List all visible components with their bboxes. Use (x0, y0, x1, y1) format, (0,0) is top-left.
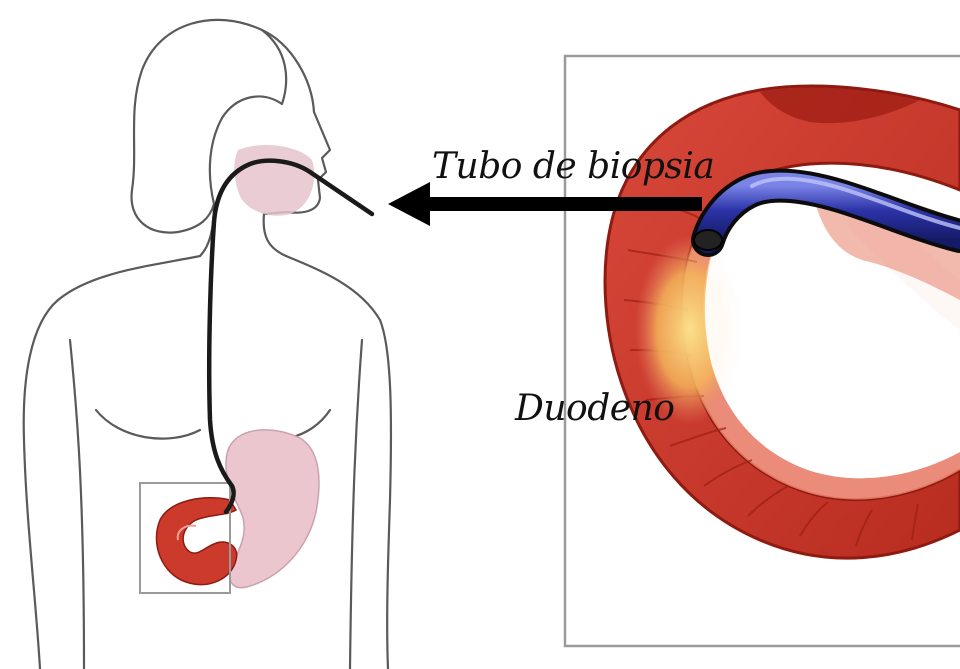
neck-back (264, 214, 286, 256)
label-biopsy-tube: Tubo de biopsia (432, 146, 714, 187)
right-arm-line (350, 340, 362, 669)
label-duodenum: Duodeno (515, 388, 674, 429)
left-arm-line (70, 340, 84, 669)
stomach (226, 430, 319, 588)
chest-curve (96, 410, 200, 439)
torso-outline (24, 256, 200, 669)
throat-tint (234, 145, 314, 216)
